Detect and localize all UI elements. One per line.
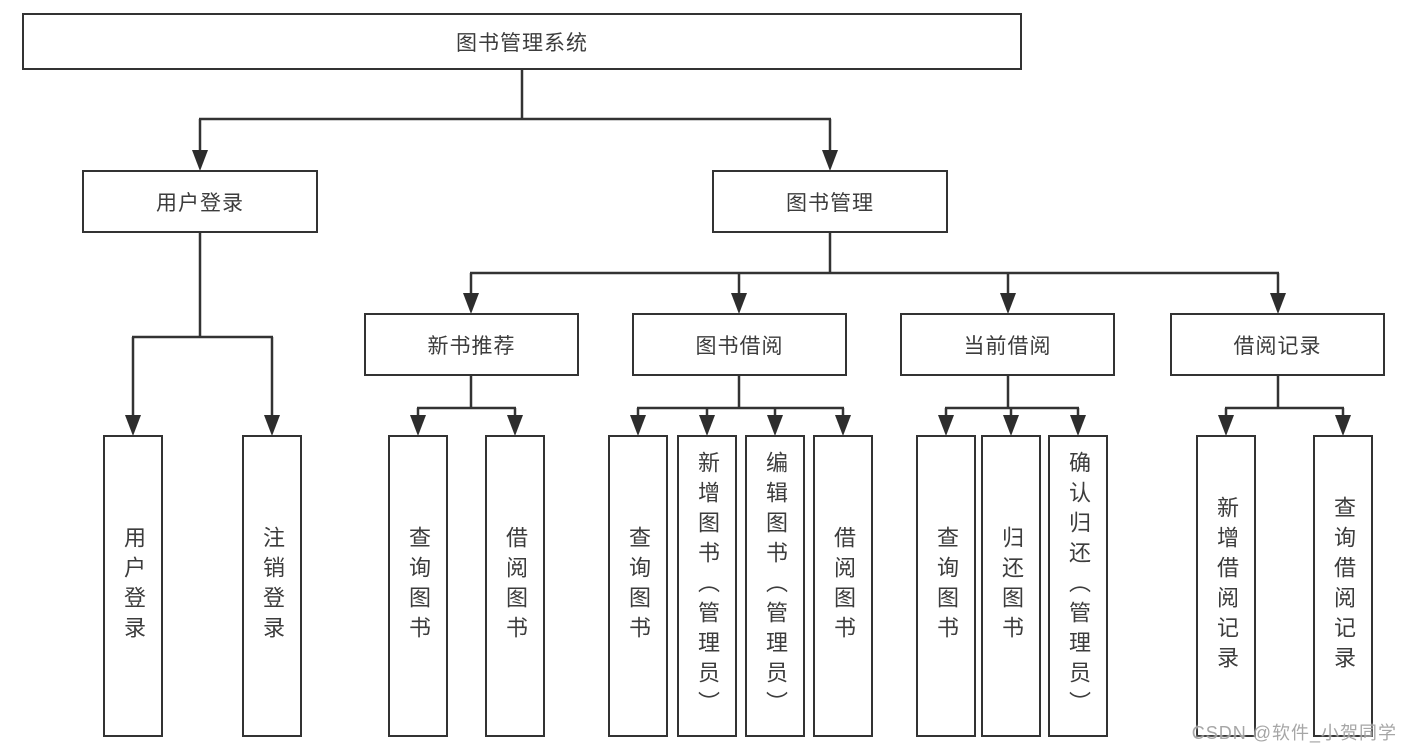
node-records-add-record: 新增借阅记录 bbox=[1196, 435, 1256, 737]
node-current-return-books: 归还图书 bbox=[981, 435, 1041, 737]
node-newbooks-borrow-books: 借阅图书 bbox=[485, 435, 545, 737]
node-records-query-record: 查询借阅记录 bbox=[1313, 435, 1373, 737]
node-current-return-books-label: 归还图书 bbox=[999, 526, 1024, 646]
node-section-borrow-records: 借阅记录 bbox=[1170, 313, 1385, 376]
node-current-confirm-return-admin: 确认归还（管理员） bbox=[1048, 435, 1108, 737]
node-newbooks-borrow-books-label: 借阅图书 bbox=[503, 526, 528, 646]
node-book-management-branch-label: 图书管理 bbox=[786, 191, 874, 215]
node-current-query-books: 查询图书 bbox=[916, 435, 976, 737]
node-user-login-branch-label: 用户登录 bbox=[156, 191, 244, 215]
node-section-borrow-records-label: 借阅记录 bbox=[1233, 334, 1322, 358]
node-section-new-books-label: 新书推荐 bbox=[427, 334, 516, 358]
node-section-book-borrow-label: 图书借阅 bbox=[695, 334, 784, 358]
node-current-confirm-return-admin-label: 确认归还（管理员） bbox=[1066, 451, 1091, 721]
node-section-new-books: 新书推荐 bbox=[364, 313, 579, 376]
node-user-login-leaf-label: 用户登录 bbox=[121, 526, 146, 646]
node-borrow-query-books-label: 查询图书 bbox=[626, 526, 651, 646]
node-logout-leaf: 注销登录 bbox=[242, 435, 302, 737]
node-records-add-record-label: 新增借阅记录 bbox=[1214, 496, 1239, 676]
node-user-login-branch: 用户登录 bbox=[82, 170, 318, 233]
node-section-book-borrow: 图书借阅 bbox=[632, 313, 847, 376]
node-borrow-edit-book-admin-label: 编辑图书（管理员） bbox=[763, 451, 788, 721]
node-book-management-branch: 图书管理 bbox=[712, 170, 948, 233]
node-borrow-edit-book-admin: 编辑图书（管理员） bbox=[745, 435, 805, 737]
node-records-query-record-label: 查询借阅记录 bbox=[1331, 496, 1356, 676]
node-newbooks-query-books-label: 查询图书 bbox=[406, 526, 431, 646]
node-logout-leaf-label: 注销登录 bbox=[260, 526, 285, 646]
node-borrow-add-book-admin: 新增图书（管理员） bbox=[677, 435, 737, 737]
node-section-current-borrow: 当前借阅 bbox=[900, 313, 1115, 376]
node-newbooks-query-books: 查询图书 bbox=[388, 435, 448, 737]
csdn-watermark: CSDN @软件_小贺同学 bbox=[1191, 723, 1397, 743]
node-section-current-borrow-label: 当前借阅 bbox=[963, 334, 1052, 358]
node-user-login-leaf: 用户登录 bbox=[103, 435, 163, 737]
node-current-query-books-label: 查询图书 bbox=[934, 526, 959, 646]
node-root: 图书管理系统 bbox=[22, 13, 1022, 70]
node-borrow-add-book-admin-label: 新增图书（管理员） bbox=[695, 451, 720, 721]
node-root-label: 图书管理系统 bbox=[456, 31, 588, 55]
node-borrow-borrow-books-label: 借阅图书 bbox=[831, 526, 856, 646]
node-borrow-query-books: 查询图书 bbox=[608, 435, 668, 737]
node-borrow-borrow-books: 借阅图书 bbox=[813, 435, 873, 737]
